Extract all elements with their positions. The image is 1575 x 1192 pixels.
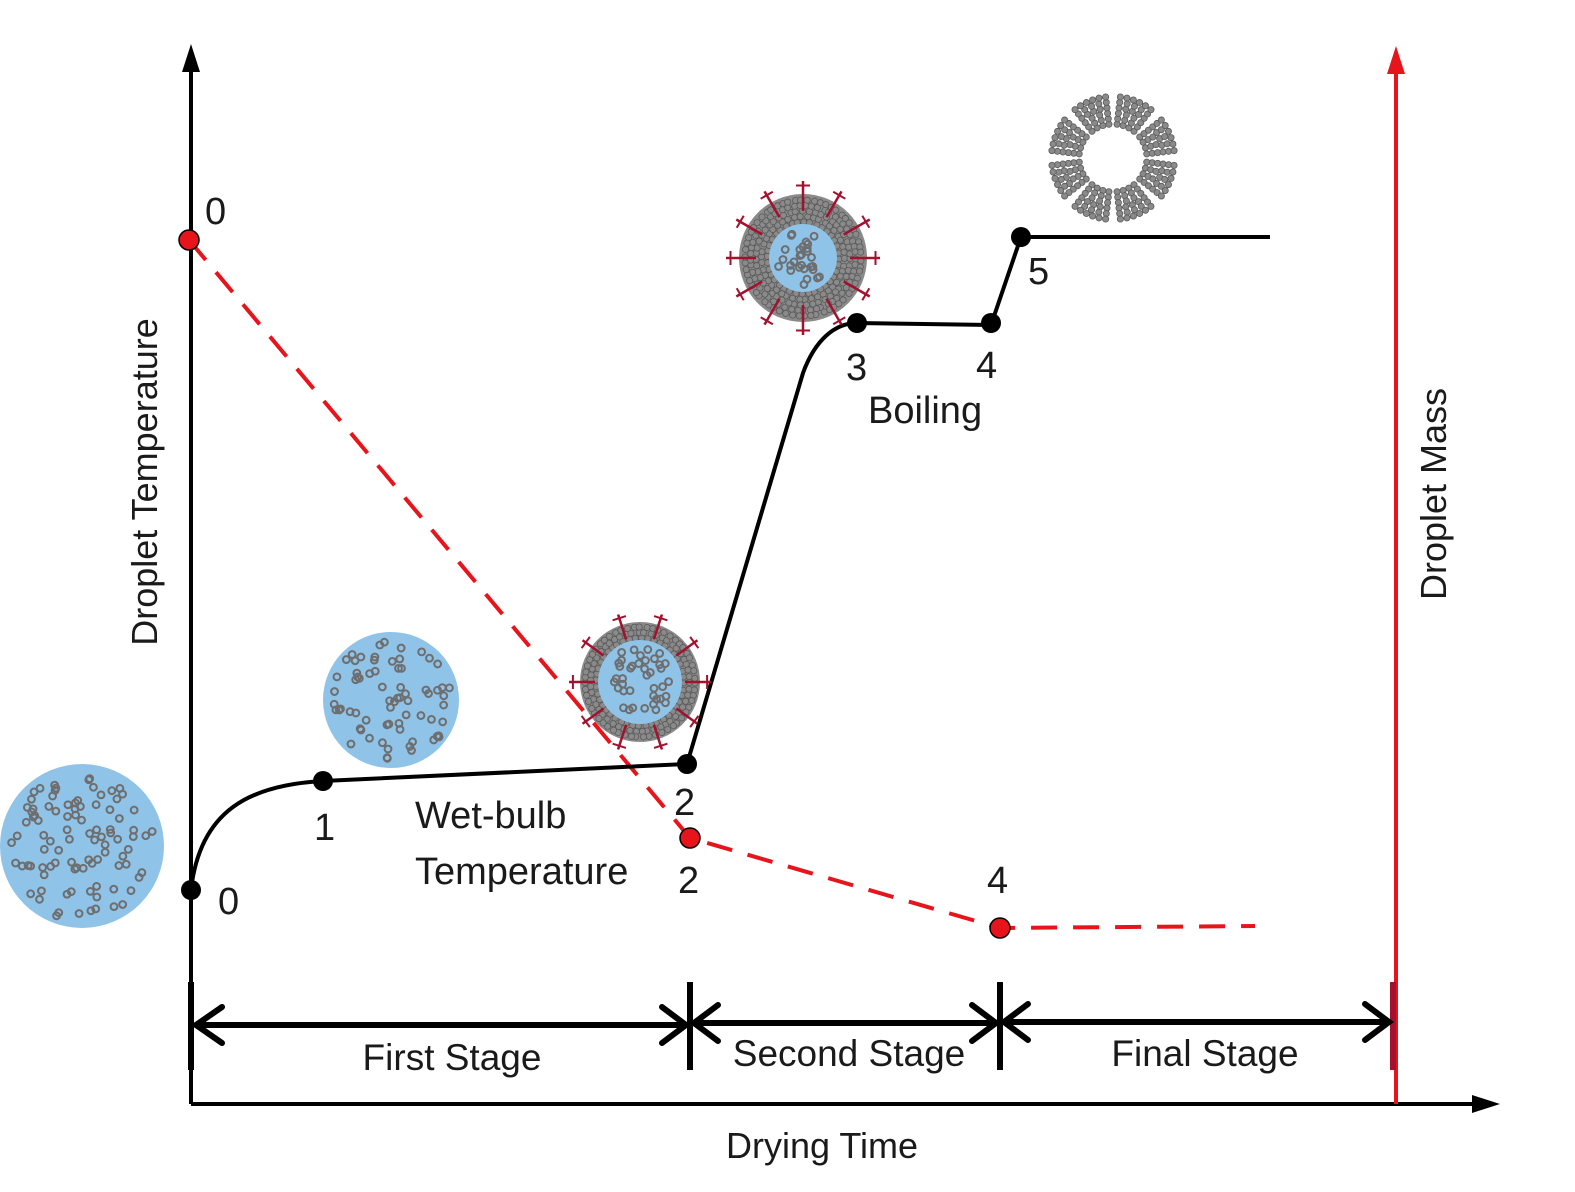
mass-point-label-0: 0 — [205, 191, 226, 233]
temp-point-0 — [181, 880, 201, 900]
temp-point-4 — [981, 313, 1001, 333]
temp-point-label-4: 4 — [976, 345, 997, 387]
boiling-label: Boiling — [868, 390, 982, 432]
mass-curve — [187, 238, 1256, 931]
temp-point-5 — [1011, 227, 1031, 247]
crust-forming-droplet-icon — [569, 614, 711, 750]
mass-point-4 — [989, 917, 1011, 939]
y-axis-right-arrowhead — [1387, 46, 1405, 74]
temperature-curve — [189, 235, 1270, 891]
temp-point-label-0: 0 — [218, 881, 239, 923]
wet-bulb-label-line2: Temperature — [415, 851, 628, 893]
boiling-droplet-icon — [726, 181, 880, 335]
stage-arrow-second — [689, 1002, 1001, 1044]
stage-arrow-first — [190, 1004, 691, 1046]
temp-point-label-2: 2 — [674, 782, 695, 824]
x-axis-arrowhead — [1472, 1095, 1500, 1113]
stage-label-second: Second Stage — [733, 1033, 965, 1074]
dry-shell-particle-icon — [1048, 93, 1178, 223]
wet-droplet-icon — [323, 632, 459, 768]
mass-point-2 — [679, 827, 701, 849]
stage-label-first: First Stage — [363, 1037, 542, 1078]
temp-point-3 — [847, 313, 867, 333]
y-axis-arrowhead — [182, 44, 200, 72]
wet-bulb-label-line1: Wet-bulb — [415, 795, 566, 837]
stage-label-final: Final Stage — [1111, 1033, 1298, 1074]
temp-point-2 — [677, 754, 697, 774]
temp-point-label-3: 3 — [846, 347, 867, 389]
mass-point-0 — [178, 229, 200, 251]
temp-point-label-5: 5 — [1028, 251, 1049, 293]
y-axis-left-title: Droplet Temperature — [124, 318, 165, 646]
stage-arrow-final — [999, 1001, 1394, 1043]
y-axis-right-title: Droplet Mass — [1413, 388, 1454, 600]
temp-point-label-1: 1 — [314, 807, 335, 849]
temp-point-1 — [313, 771, 333, 791]
mass-point-label-4: 4 — [987, 860, 1008, 902]
x-axis-title: Drying Time — [726, 1125, 918, 1166]
wet-droplet-icon — [0, 764, 164, 928]
mass-point-label-2: 2 — [678, 860, 699, 902]
